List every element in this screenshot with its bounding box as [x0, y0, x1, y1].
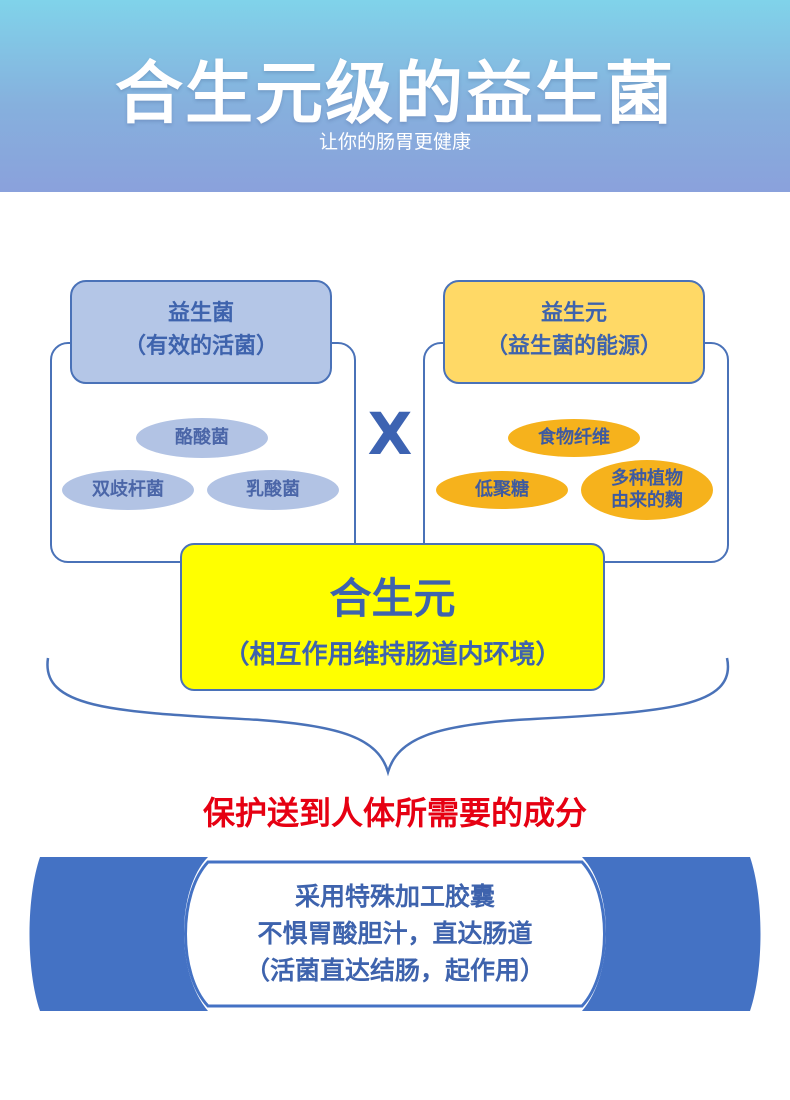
probiotics-subtitle: （有效的活菌） — [123, 334, 278, 359]
multiply-sign: X — [367, 400, 413, 468]
probiotic-item-butyric: 酪酸菌 — [136, 418, 268, 458]
curly-brace — [46, 657, 730, 777]
synbiotics-box: 合生元 （相互作用维持肠道内环境） — [180, 543, 605, 691]
prebiotic-item-fiber: 食物纤维 — [508, 419, 640, 457]
page-subtitle: 让你的肠胃更健康 — [318, 131, 471, 153]
header-banner: 合生元级的益生菌 让你的肠胃更健康 — [0, 0, 790, 192]
probiotics-tag: 益生菌 （有效的活菌） — [70, 280, 332, 384]
capsule-line-3: （活菌直达结肠，起作用） — [244, 956, 545, 985]
capsule-line-1: 采用特殊加工胶囊 — [294, 882, 495, 911]
probiotic-item-bifidobacterium: 双歧杆菌 — [62, 470, 194, 510]
capsule-graphic — [29, 857, 761, 1011]
probiotics-title: 益生菌 — [167, 301, 234, 326]
prebiotics-title: 益生元 — [540, 301, 607, 326]
page-title: 合生元级的益生菌 — [114, 55, 675, 134]
capsule-text: 采用特殊加工胶囊 不惧胃酸胆汁，直达肠道 （活菌直达结肠，起作用） — [205, 878, 585, 989]
prebiotic-item-plant-koji: 多种植物由来的麴 — [581, 460, 713, 520]
prebiotic-item-oligosaccharide: 低聚糖 — [436, 471, 568, 509]
delivery-heading: 保护送到人体所需要的成分 — [202, 794, 587, 832]
prebiotics-tag: 益生元 （益生菌的能源） — [443, 280, 705, 384]
prebiotic-item-plant-koji-label: 多种植物由来的麴 — [611, 468, 683, 511]
synbiotics-subtitle: （相互作用维持肠道内环境） — [223, 640, 562, 670]
capsule-line-2: 不惧胃酸胆汁，直达肠道 — [257, 919, 533, 948]
prebiotics-subtitle: （益生菌的能源） — [485, 334, 662, 359]
probiotic-item-lactobacillus: 乳酸菌 — [207, 470, 339, 510]
synbiotics-title: 合生元 — [329, 574, 456, 623]
